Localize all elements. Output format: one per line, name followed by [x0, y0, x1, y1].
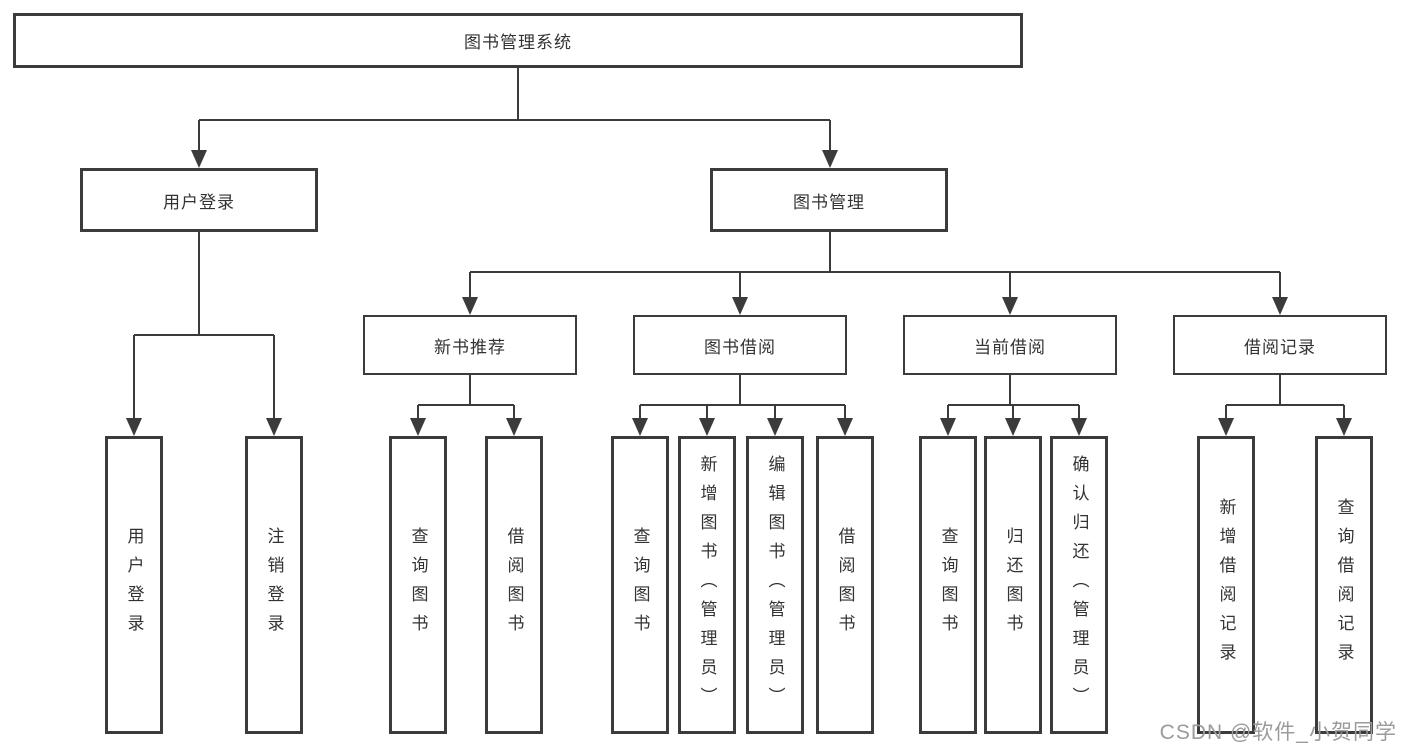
node-new-book-recommend-label: 新书推荐	[434, 337, 506, 357]
leaf-edit-book-admin-label: 编辑图书（管理员）	[765, 454, 785, 716]
leaf-confirm-return-admin: 确认归还（管理员）	[1050, 436, 1108, 734]
node-user-login-label: 用户登录	[163, 192, 235, 212]
node-current-borrowing: 当前借阅	[903, 315, 1117, 375]
node-book-management-label: 图书管理	[793, 192, 865, 212]
connector-root-to-level2	[198, 68, 831, 152]
node-current-borrowing-label: 当前借阅	[974, 337, 1046, 357]
leaf-edit-book-admin: 编辑图书（管理员）	[746, 436, 804, 734]
leaf-user-login: 用户登录	[105, 436, 163, 734]
node-user-login: 用户登录	[80, 168, 318, 232]
leaf-add-book-admin-label: 新增图书（管理员）	[697, 454, 717, 716]
leaf-add-borrow-record-label: 新增借阅记录	[1216, 498, 1236, 672]
leaf-borrow-books-2-label: 借阅图书	[835, 527, 855, 643]
leaf-query-books-3: 查询图书	[919, 436, 977, 734]
leaf-logout: 注销登录	[245, 436, 303, 734]
leaf-borrow-books-1: 借阅图书	[485, 436, 543, 734]
leaf-query-books-2-label: 查询图书	[630, 527, 650, 643]
connector-borrowrec-to-leaves	[1225, 375, 1345, 420]
leaf-return-books-label: 归还图书	[1003, 527, 1023, 643]
leaf-add-book-admin: 新增图书（管理员）	[678, 436, 736, 734]
leaf-query-books-3-label: 查询图书	[938, 527, 958, 643]
connector-bookborrow-to-leaves	[639, 375, 846, 420]
leaf-query-books-1-label: 查询图书	[408, 527, 428, 643]
node-book-borrowing: 图书借阅	[633, 315, 847, 375]
connector-userlogin-to-leaves	[133, 232, 275, 420]
leaf-query-books-1: 查询图书	[389, 436, 447, 734]
node-book-management: 图书管理	[710, 168, 948, 232]
leaf-confirm-return-admin-label: 确认归还（管理员）	[1069, 454, 1089, 716]
leaf-user-login-label: 用户登录	[124, 527, 144, 643]
leaf-query-borrow-record: 查询借阅记录	[1315, 436, 1373, 734]
node-root-label: 图书管理系统	[464, 33, 572, 52]
csdn-watermark: CSDN @软件_小贺同学	[1159, 721, 1397, 744]
leaf-query-books-2: 查询图书	[611, 436, 669, 734]
node-book-borrowing-label: 图书借阅	[704, 337, 776, 357]
leaf-add-borrow-record: 新增借阅记录	[1197, 436, 1255, 734]
connector-curborrow-to-leaves	[947, 375, 1080, 420]
connector-bookmgmt-to-level3	[469, 232, 1281, 299]
connector-newbookrec-to-leaves	[417, 375, 515, 420]
node-root-system: 图书管理系统	[13, 13, 1023, 68]
leaf-return-books: 归还图书	[984, 436, 1042, 734]
leaf-logout-label: 注销登录	[264, 527, 284, 643]
node-new-book-recommend: 新书推荐	[363, 315, 577, 375]
leaf-query-borrow-record-label: 查询借阅记录	[1334, 498, 1354, 672]
leaf-borrow-books-2: 借阅图书	[816, 436, 874, 734]
node-borrow-records: 借阅记录	[1173, 315, 1387, 375]
node-borrow-records-label: 借阅记录	[1244, 337, 1316, 357]
leaf-borrow-books-1-label: 借阅图书	[504, 527, 524, 643]
